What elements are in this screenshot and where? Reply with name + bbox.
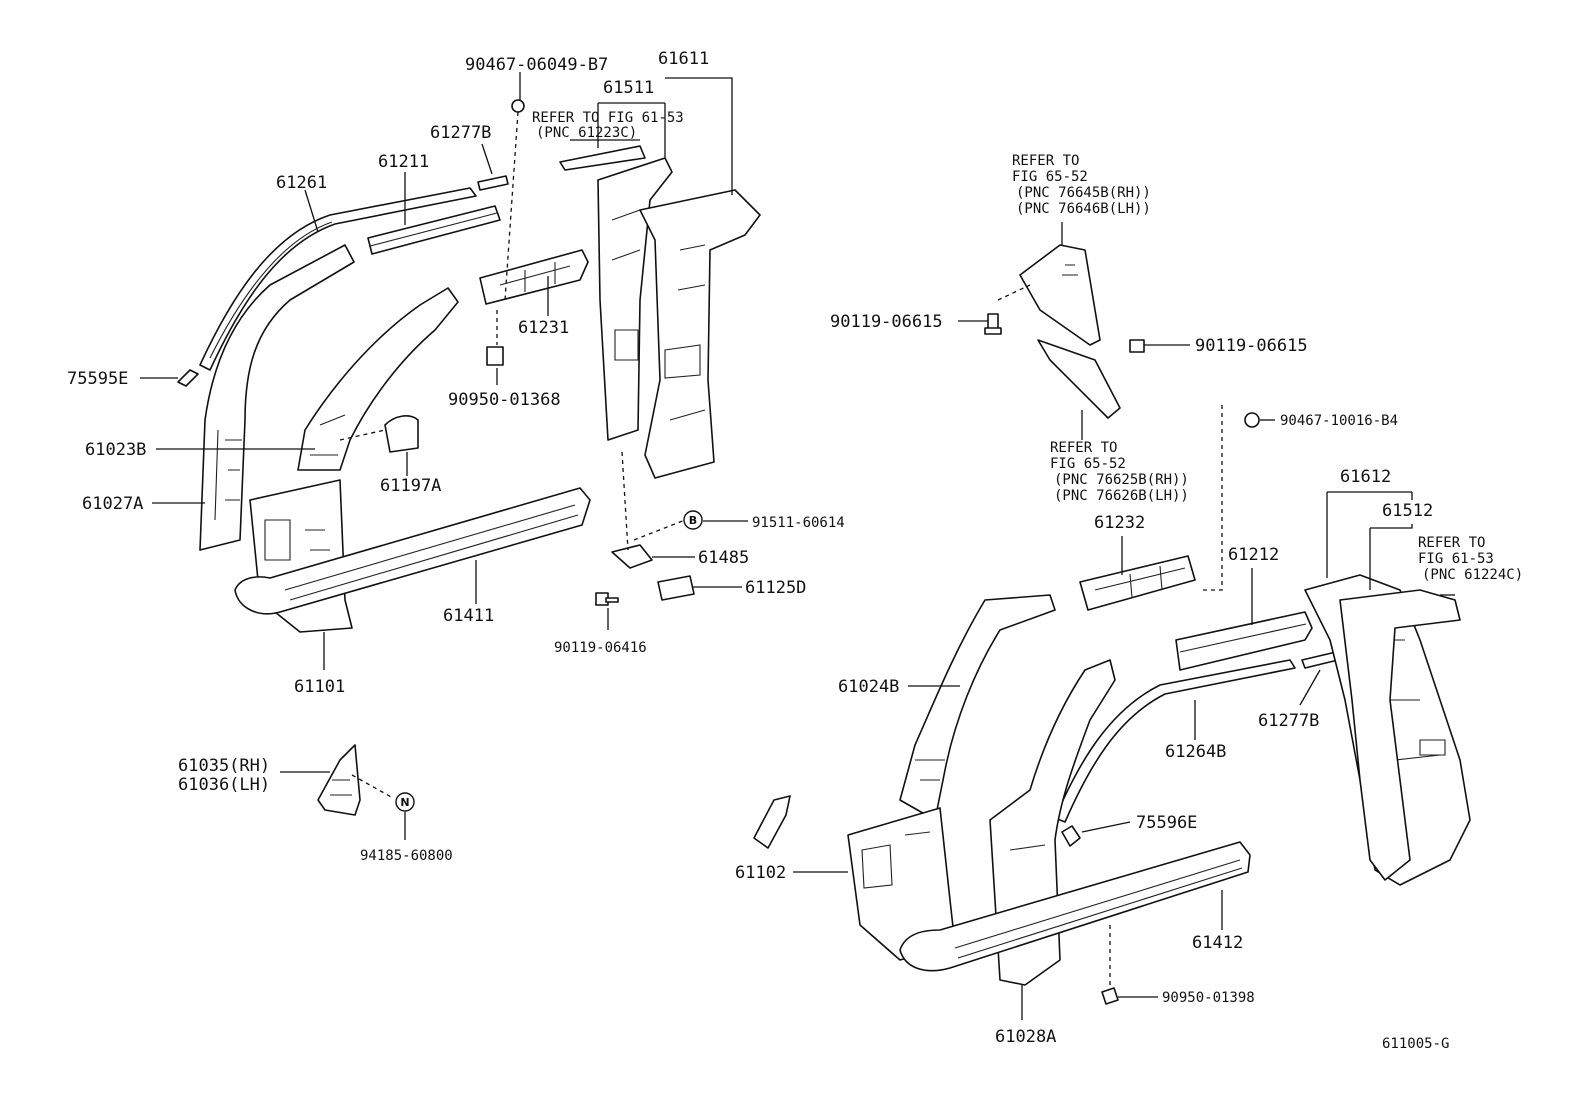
part-61611 <box>639 189 761 479</box>
label-pnc-76626b: (PNC 76626B(LH)) <box>1054 488 1189 504</box>
marker-n: N <box>395 792 415 812</box>
label-90119-06416: 90119-06416 <box>554 640 647 656</box>
part-90950-01368 <box>486 346 504 366</box>
label-61261: 61261 <box>276 173 327 193</box>
label-61231: 61231 <box>518 318 569 338</box>
label-fig-61-53-r: FIG 61-53 <box>1418 551 1494 567</box>
part-61411 <box>234 487 591 615</box>
label-refer-fig-61-53: REFER TO FIG 61-53 <box>532 110 684 126</box>
label-61125d: 61125D <box>745 578 806 598</box>
label-90119-06615-right: 90119-06615 <box>1195 336 1308 356</box>
label-61028a: 61028A <box>995 1027 1056 1047</box>
part-61485 <box>611 544 653 569</box>
label-61232: 61232 <box>1094 513 1145 533</box>
part-75596e <box>1061 825 1081 847</box>
label-61411: 61411 <box>443 606 494 626</box>
label-90950-01368: 90950-01368 <box>448 390 561 410</box>
part-75595e <box>177 369 199 387</box>
part-refer-strip-top <box>559 145 646 171</box>
part-90950-01398 <box>1101 987 1119 1005</box>
part-61197a <box>384 415 419 453</box>
label-61102: 61102 <box>735 863 786 883</box>
part-61511 <box>597 157 673 441</box>
label-fig-65-52-b: FIG 65-52 <box>1050 456 1126 472</box>
part-61412 <box>899 841 1251 972</box>
label-61485: 61485 <box>698 548 749 568</box>
part-trim-lower <box>1037 339 1121 419</box>
part-90119-06615-right <box>1129 339 1145 353</box>
label-61264b: 61264B <box>1165 742 1226 762</box>
svg-text:N: N <box>400 796 409 809</box>
label-pnc-76625b: (PNC 76625B(RH)) <box>1054 472 1189 488</box>
label-91511-60614: 91511-60614 <box>752 515 845 531</box>
label-pnc-76645b: (PNC 76645B(RH)) <box>1016 185 1151 201</box>
part-90467-06049 <box>511 99 525 113</box>
label-61036-lh: 61036(LH) <box>178 775 270 795</box>
label-75596e: 75596E <box>1136 813 1197 833</box>
label-61277b: 61277B <box>430 123 491 143</box>
label-pnc-76646b: (PNC 76646B(LH)) <box>1016 201 1151 217</box>
label-refer-to-a: REFER TO <box>1012 153 1079 169</box>
part-90467-10016 <box>1244 412 1260 428</box>
label-61101: 61101 <box>294 677 345 697</box>
label-75595e: 75595E <box>67 369 128 389</box>
part-61035 <box>317 744 361 816</box>
part-90119-06615-left <box>984 313 1002 335</box>
label-refer-to-b: REFER TO <box>1050 440 1117 456</box>
label-61197a: 61197A <box>380 476 441 496</box>
label-61612: 61612 <box>1340 467 1391 487</box>
label-90467-06049-b7: 90467-06049-B7 <box>465 55 608 75</box>
part-61264b <box>1054 659 1296 823</box>
part-trim-upper <box>1019 244 1101 346</box>
label-61611: 61611 <box>658 49 709 69</box>
label-61035-rh: 61035(RH) <box>178 756 270 776</box>
label-90119-06615-left: 90119-06615 <box>830 312 943 332</box>
label-94185-60800: 94185-60800 <box>360 848 453 864</box>
label-90467-10016-b4: 90467-10016-B4 <box>1280 413 1398 429</box>
label-fig-65-52-a: FIG 65-52 <box>1012 169 1088 185</box>
label-61511: 61511 <box>603 78 654 98</box>
part-61232 <box>1079 555 1196 611</box>
label-61412: 61412 <box>1192 933 1243 953</box>
label-refer-to-r: REFER TO <box>1418 535 1485 551</box>
label-61212: 61212 <box>1228 545 1279 565</box>
part-61512 <box>1339 589 1461 881</box>
leader-lines <box>140 72 1455 1020</box>
label-90950-01398: 90950-01398 <box>1162 990 1255 1006</box>
part-61231 <box>479 249 589 305</box>
label-61211: 61211 <box>378 152 429 172</box>
part-61277b-top <box>477 175 509 191</box>
part-labels: 90467-06049-B7 61611 61511 REFER TO FIG … <box>67 49 1523 1052</box>
part-61261 <box>199 187 477 371</box>
marker-b: B <box>683 510 703 530</box>
label-pnc-61223c: (PNC 61223C) <box>536 125 637 141</box>
part-61024b <box>899 594 1056 821</box>
part-61023b <box>297 287 459 471</box>
label-61512: 61512 <box>1382 501 1433 521</box>
part-90119-06416 <box>595 592 619 606</box>
label-61027a: 61027A <box>82 494 143 514</box>
svg-text:B: B <box>689 514 697 527</box>
part-61102-bracket <box>753 795 791 849</box>
part-61277b-right <box>1301 651 1339 669</box>
part-61212 <box>1175 611 1313 671</box>
label-pnc-61224c: (PNC 61224C) <box>1422 567 1523 583</box>
label-61277b-right: 61277B <box>1258 711 1319 731</box>
label-61023b: 61023B <box>85 440 146 460</box>
part-61211 <box>367 205 501 255</box>
label-figure-id: 611005-G <box>1382 1036 1449 1052</box>
part-61125d <box>657 575 695 601</box>
part-61027a <box>199 244 355 551</box>
label-61024b: 61024B <box>838 677 899 697</box>
